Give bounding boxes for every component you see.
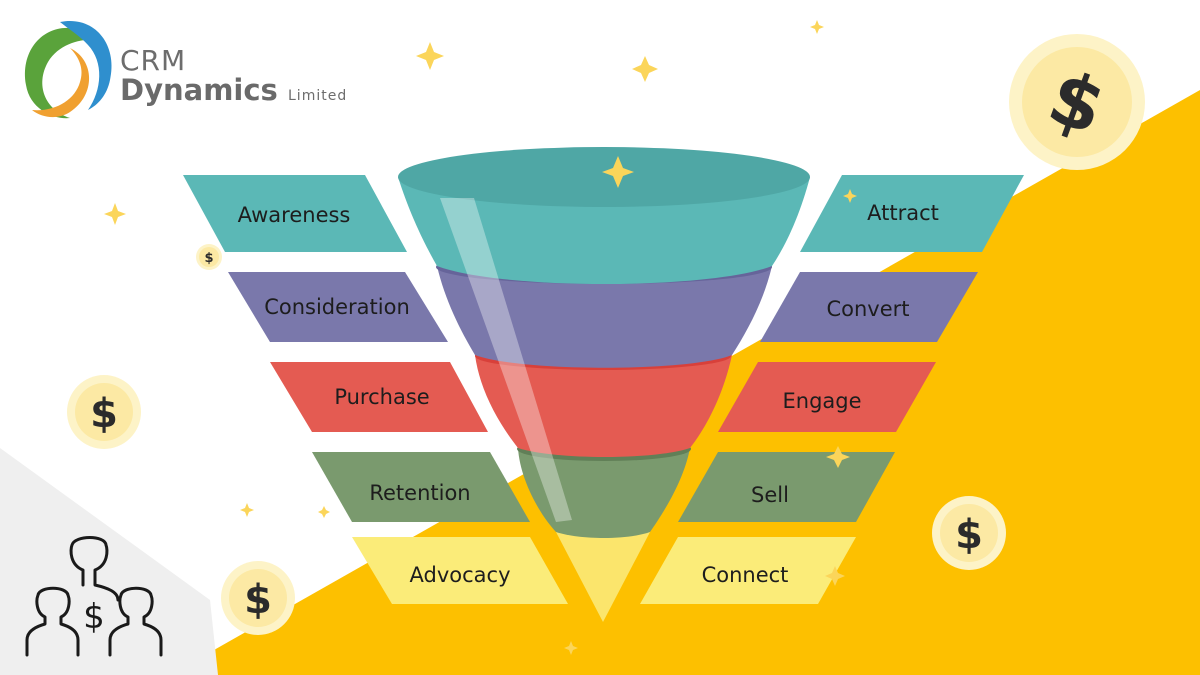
logo-text-limited: Limited xyxy=(288,88,347,104)
funnel-tip xyxy=(556,532,650,622)
dollar-coin-icon: $ xyxy=(221,561,295,635)
label-engage: Engage xyxy=(782,389,861,413)
svg-text:$: $ xyxy=(244,577,272,623)
sparkle-decorations xyxy=(104,20,857,655)
sparkle-icon xyxy=(602,156,634,188)
sparkle-icon xyxy=(843,189,857,203)
logo-text-crm: CRM xyxy=(120,44,186,77)
band-purchase xyxy=(270,362,488,432)
logo-swoosh-blue xyxy=(60,20,112,110)
logo-swoosh-green xyxy=(25,27,100,119)
right-stage-bands xyxy=(640,175,1024,604)
dollar-coin-icon: $ xyxy=(1009,34,1145,170)
sparkle-icon xyxy=(240,503,254,517)
band-retention xyxy=(312,452,530,522)
svg-text:$: $ xyxy=(955,512,983,558)
band-connect xyxy=(640,537,856,604)
band-attract xyxy=(800,175,1024,252)
band-engage xyxy=(718,362,936,432)
label-attract: Attract xyxy=(867,201,939,225)
company-logo: CRM Dynamics Limited xyxy=(25,20,347,119)
label-consideration: Consideration xyxy=(264,295,410,319)
band-sell xyxy=(678,452,895,522)
dollar-coin-icon: $ xyxy=(196,244,222,270)
left-stage-bands xyxy=(183,175,568,604)
dollar-coin-icon: $ xyxy=(67,375,141,449)
label-convert: Convert xyxy=(826,297,909,321)
sparkle-icon xyxy=(632,56,658,82)
band-consideration xyxy=(228,272,448,342)
person-outline-icon xyxy=(108,586,163,657)
funnel xyxy=(398,147,810,622)
sparkle-icon xyxy=(810,20,824,34)
label-retention: Retention xyxy=(369,481,470,505)
customers-dollar-symbol: $ xyxy=(83,597,105,637)
funnel-layer-teal-rim xyxy=(398,147,810,207)
svg-text:$: $ xyxy=(90,391,118,437)
sparkle-icon xyxy=(318,506,330,518)
sparkle-icon xyxy=(104,203,126,225)
sparkle-icon xyxy=(826,446,850,468)
label-connect: Connect xyxy=(702,563,789,587)
band-convert xyxy=(760,272,978,342)
background-gray-corner xyxy=(0,448,218,675)
label-awareness: Awareness xyxy=(238,203,351,227)
band-awareness xyxy=(183,175,407,252)
sparkle-icon xyxy=(564,641,578,655)
sparkle-icon xyxy=(416,42,444,70)
dollar-coin-icon: $ xyxy=(932,496,1006,570)
funnel-layer-purple-body xyxy=(437,266,772,368)
band-advocacy xyxy=(352,537,568,604)
label-advocacy: Advocacy xyxy=(410,563,511,587)
funnel-highlight xyxy=(440,198,572,522)
customers-dollar-icon xyxy=(25,536,163,657)
logo-swoosh-orange xyxy=(32,48,90,118)
funnel-layer-red-body xyxy=(475,355,732,457)
sparkle-icon xyxy=(825,566,845,586)
person-outline-icon xyxy=(25,586,80,657)
label-purchase: Purchase xyxy=(334,385,429,409)
label-sell: Sell xyxy=(751,483,789,507)
logo-text-dynamics: Dynamics xyxy=(120,73,278,107)
svg-text:$: $ xyxy=(204,251,213,266)
funnel-layer-teal-body xyxy=(398,177,810,284)
funnel-layer-green-body xyxy=(518,448,690,538)
person-outline-icon xyxy=(69,536,120,602)
